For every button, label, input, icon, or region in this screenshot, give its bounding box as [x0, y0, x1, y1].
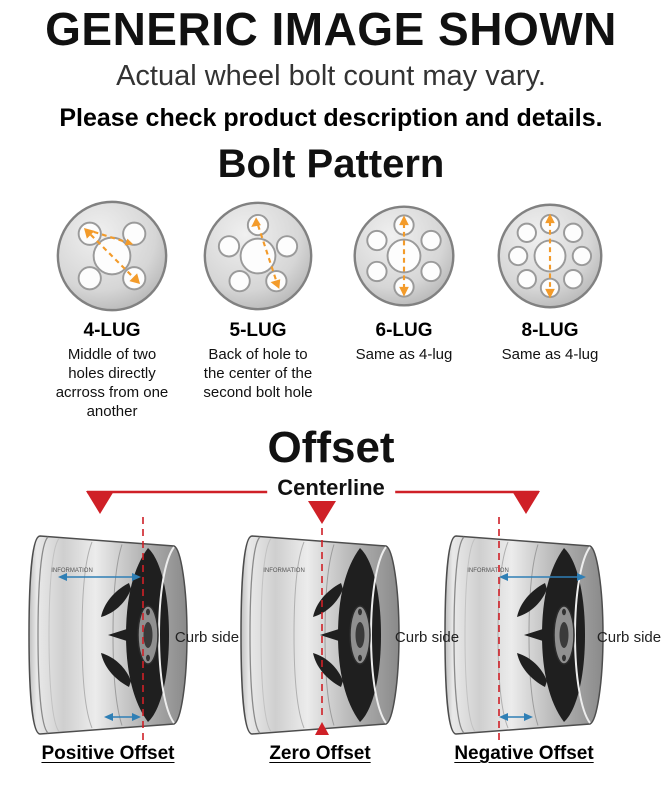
lug-label-5: 5-LUG [229, 319, 287, 341]
rim-text-2: INFORMATION [263, 568, 305, 574]
offset-heading: Offset [267, 423, 395, 473]
offset-diagram: INFORMATION INFORMATION INFORMATION [28, 491, 604, 742]
lug-item-5: 5-LUG Back of hole to the center of the … [189, 198, 327, 422]
page-title: GENERIC IMAGE SHOWN [45, 3, 617, 55]
lug-label-4: 4-LUG [83, 319, 141, 341]
offset-diagram-area: INFORMATION INFORMATION INFORMATION [0, 473, 662, 779]
lug-label-6: 6-LUG [375, 319, 433, 341]
lug-label-8: 8-LUG [521, 319, 579, 341]
lug-item-6: 6-LUG Same as 4-lug [335, 198, 473, 422]
4-lug-hub-icon [56, 200, 168, 312]
6-lug-hub-icon [353, 205, 455, 307]
lug-description-4: Middle of two holes directly acrross fro… [55, 345, 169, 421]
lug-description-8: Same as 4-lug [501, 345, 599, 363]
curb-side-label-3: Curb side [596, 629, 662, 647]
lug-description-5: Back of hole to the center of the second… [203, 345, 313, 402]
measure-arrowheads [399, 215, 409, 297]
positive-offset-measure-arrows [58, 573, 141, 722]
centerline-label: Centerline [267, 475, 395, 502]
centerline-marker-middle [308, 501, 336, 525]
zero-offset-label: Zero Offset [269, 743, 371, 765]
8-lug-hub-icon [497, 203, 603, 309]
lug-item-8: 8-LUG Same as 4-lug [481, 198, 619, 422]
measure-arrowheads [545, 213, 555, 299]
measure-dash-lines [256, 224, 278, 282]
note-text: Please check product description and det… [59, 103, 603, 132]
rim-text-1: INFORMATION [51, 568, 93, 574]
negative-offset-measure-arrows [499, 573, 586, 722]
measure-dash-lines [89, 230, 135, 278]
wheel-positive-offset [28, 535, 188, 736]
curb-side-label-1: Curb side [174, 629, 240, 647]
rim-text-3: INFORMATION [467, 568, 509, 574]
zero-offset-bottom-marker [315, 722, 329, 736]
lug-item-4: 4-LUG Middle of two holes directly acrro… [43, 198, 181, 422]
bolt-pattern-heading: Bolt Pattern [217, 141, 445, 186]
bolt-pattern-row: 4-LUG Middle of two holes directly acrro… [43, 198, 619, 422]
wheel-zero-offset [240, 535, 400, 736]
5-lug-hub-icon [203, 201, 313, 311]
centerline-marker-right [512, 491, 540, 515]
subtitle: Actual wheel bolt count may vary. [116, 59, 546, 92]
measure-arrowheads [83, 227, 141, 284]
positive-offset-label: Positive Offset [41, 743, 175, 765]
centerline-marker-left [86, 491, 114, 515]
negative-offset-label: Negative Offset [454, 743, 594, 765]
curb-side-label-2: Curb side [394, 629, 460, 647]
lug-description-6: Same as 4-lug [355, 345, 453, 363]
measure-arrowheads [251, 217, 281, 289]
